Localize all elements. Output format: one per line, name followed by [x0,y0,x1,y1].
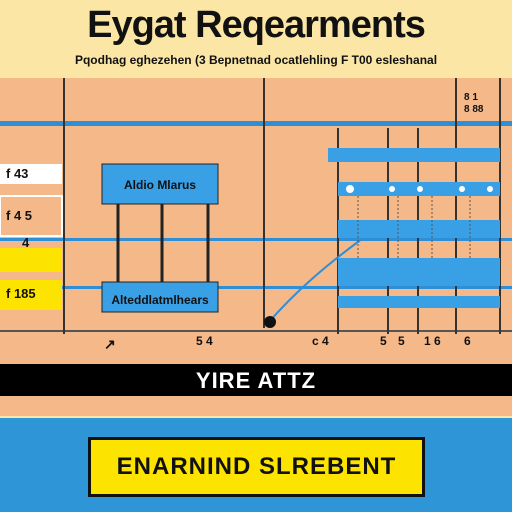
band-label: YIRE ATTZ [195,368,317,393]
requirements-diagram [0,78,512,334]
left-marker-box [0,248,62,272]
block-top-box [101,163,219,205]
bar-dot [346,185,354,193]
left-marker-label: f 185 [6,286,36,301]
rail-lower [0,286,512,289]
page-title: Eygat Reqearments [87,4,426,46]
rail-top [0,121,512,126]
left-marker-box [0,164,62,184]
left-marker-box [0,280,62,310]
rail-middle [0,238,512,241]
right-label: 8 1 [464,92,478,103]
stack-bar [338,220,500,238]
bottom-tick-label: 5 4 [196,334,213,348]
stack-bar [338,296,500,308]
connector-curve [267,225,381,324]
block-top-label: Aldio Mlarus [123,178,196,192]
cta-button[interactable]: ENARNIND SLREBENT [88,437,425,497]
block-bottom-box [101,281,219,313]
label-band [0,364,512,396]
bar-dot [417,186,423,192]
left-marker-label: f 4 5 [6,208,33,223]
bottom-tick-label: 6 [464,334,471,348]
bar-dot [459,186,465,192]
bar-dot [487,186,493,192]
left-marker-label: f 43 [6,166,29,181]
connector-node [264,316,276,328]
bar-dot [389,186,395,192]
bottom-tick-label: 1 6 [424,334,441,348]
block-bottom-label: Alteddlatmlhears [111,293,209,307]
stack-bar [328,148,500,162]
stack-bar [338,258,500,286]
left-marker-box [0,195,63,237]
bottom-tick-label: c 4 [312,334,329,348]
bar-dots [346,185,493,193]
header-band [0,0,512,80]
bottom-tick-label: 5 [380,334,387,348]
rail-bottom [0,330,512,332]
diagram-panel [0,78,512,416]
left-marker-label: 4 [22,235,30,250]
page-subtitle: Pqodhag eghezehen (3 Bepnetnad ocatlehli… [74,53,438,67]
bottom-tick-label: 5 [398,334,405,348]
connector-posts [116,204,210,282]
right-label: 8 88 [464,104,484,115]
arrow-marker-icon: ↗ [104,336,116,352]
